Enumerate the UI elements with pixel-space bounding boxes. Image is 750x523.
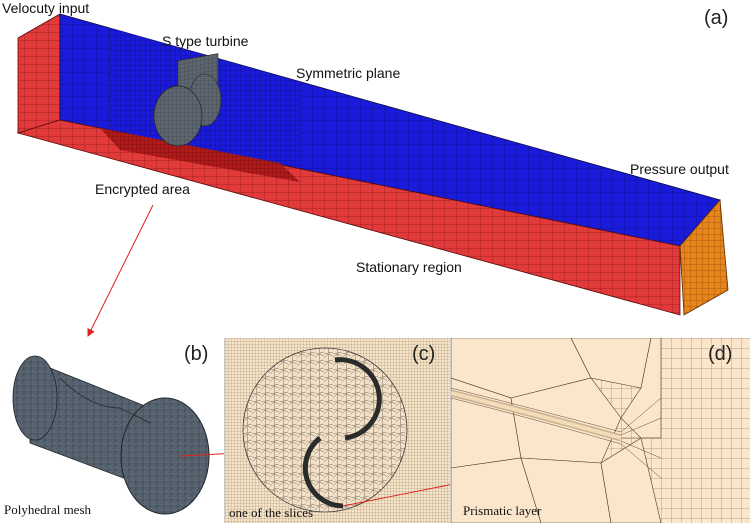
arrow-b-to-c (179, 453, 224, 457)
divider-b-c (224, 338, 225, 523)
polyhedral-cells (451, 338, 662, 523)
inlet-face-front (17, 13, 61, 134)
label-velocity-input: Velocuty input (2, 0, 90, 16)
panel-c-caption: one of the slices (229, 505, 314, 520)
panel-b-tag: (b) (184, 343, 209, 365)
arrow-c-to-d (342, 484, 450, 507)
encrypted-area-face (100, 128, 300, 182)
panel-a-domain (16, 13, 729, 337)
label-symmetric-plane: Symmetric plane (296, 65, 401, 81)
panel-d-caption: Prismatic layer (463, 503, 542, 518)
arrow-a-to-b (87, 204, 154, 337)
outlet-face (679, 199, 729, 316)
panel-d-prismatic (451, 338, 750, 523)
blade-upper (334, 357, 382, 441)
rotating-zone-circle (242, 347, 408, 513)
panel-a-tag: (a) (704, 7, 729, 29)
label-stationary-region: Stationary region (356, 259, 462, 275)
polyhedral-cylinder (12, 355, 210, 515)
panel-d-tag: (d) (708, 343, 733, 365)
prism-layer-band (451, 387, 662, 479)
blade-lower (302, 436, 344, 509)
panel-c-slice (225, 338, 450, 523)
panel-c-tag: (c) (412, 343, 436, 365)
label-encrypted-area: Encrypted area (95, 181, 190, 197)
divider-c-d (450, 338, 451, 523)
label-s-type-turbine: S type turbine (162, 33, 249, 49)
label-pressure-output: Pressure output (630, 161, 729, 177)
panel-b-caption: Polyhedral mesh (4, 502, 92, 517)
turbine-model (153, 53, 222, 147)
panel-b-polyhedral-mesh (0, 338, 224, 523)
